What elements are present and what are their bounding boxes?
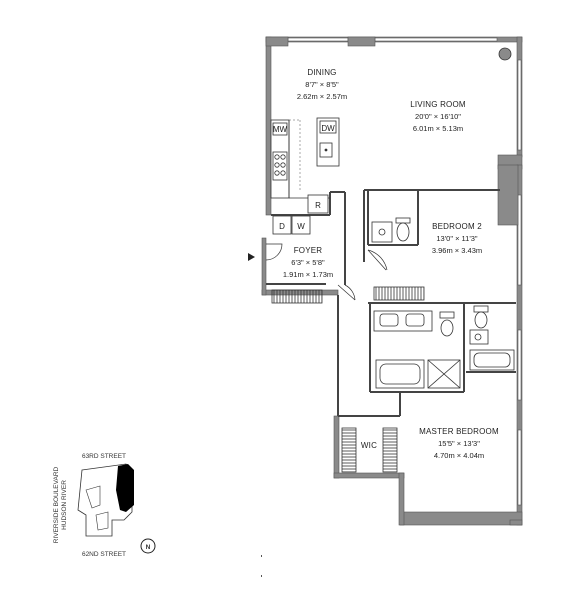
living-name: LIVING ROOM xyxy=(410,100,466,109)
compass-label: N xyxy=(146,544,151,551)
foyer-imperial: 6'3" × 5'8" xyxy=(291,258,325,267)
master-bath xyxy=(373,310,461,389)
south-street-label: 62ND STREET xyxy=(82,551,126,558)
key-plan: 63RD STREET 62ND STREET RIVERSIDE BOULEV… xyxy=(53,453,156,558)
refrigerator-label: R xyxy=(315,201,321,210)
washer-label: W xyxy=(297,222,305,231)
kitchen xyxy=(270,117,340,214)
living-metric: 6.01m × 5.13m xyxy=(413,124,463,133)
bedroom2-metric: 3.96m × 3.43m xyxy=(432,246,482,255)
dining-imperial: 8'7" × 8'5" xyxy=(305,80,339,89)
dryer-label: D xyxy=(279,222,285,231)
living-room-column-icon xyxy=(498,47,512,61)
interior-walls xyxy=(266,189,516,417)
doors xyxy=(265,243,388,301)
highlighted-unit xyxy=(116,464,134,512)
bottom-marks xyxy=(261,555,262,577)
north-street-label: 63RD STREET xyxy=(82,453,126,460)
master-metric: 4.70m × 4.04m xyxy=(434,451,484,460)
laundry xyxy=(272,215,311,235)
foyer-metric: 1.91m × 1.73m xyxy=(283,270,333,279)
west-label-line2: HUDSON RIVER xyxy=(61,480,68,530)
dining-metric: 2.62m × 2.57m xyxy=(297,92,347,101)
dining-name: DINING xyxy=(307,68,336,77)
closets xyxy=(271,286,425,473)
foyer-name: FOYER xyxy=(294,246,323,255)
cooktop-icon xyxy=(272,151,288,181)
kitchen-dashed-lines xyxy=(289,119,301,190)
entry-arrow-icon xyxy=(248,253,255,261)
bath-2 xyxy=(371,217,411,243)
room-labels: DINING 8'7" × 8'5" 2.62m × 2.57m LIVING … xyxy=(283,68,499,460)
bath-3 xyxy=(469,305,515,371)
columns xyxy=(265,36,523,526)
west-label-line1: RIVERSIDE BOULEVARD xyxy=(53,466,60,543)
bedroom2-name: BEDROOM 2 xyxy=(432,222,482,231)
living-imperial: 20'0" × 16'10" xyxy=(415,112,461,121)
wic-name: WIC xyxy=(361,441,377,450)
bedroom2-imperial: 13'0" × 11'3" xyxy=(436,234,478,243)
master-name: MASTER BEDROOM xyxy=(419,427,499,436)
microwave-label: MW xyxy=(273,125,288,134)
appliance-labels: MW DW R D W xyxy=(273,124,335,231)
master-imperial: 15'5" × 13'3" xyxy=(438,439,480,448)
compass-icon xyxy=(140,538,156,554)
dishwasher-label: DW xyxy=(321,124,335,133)
